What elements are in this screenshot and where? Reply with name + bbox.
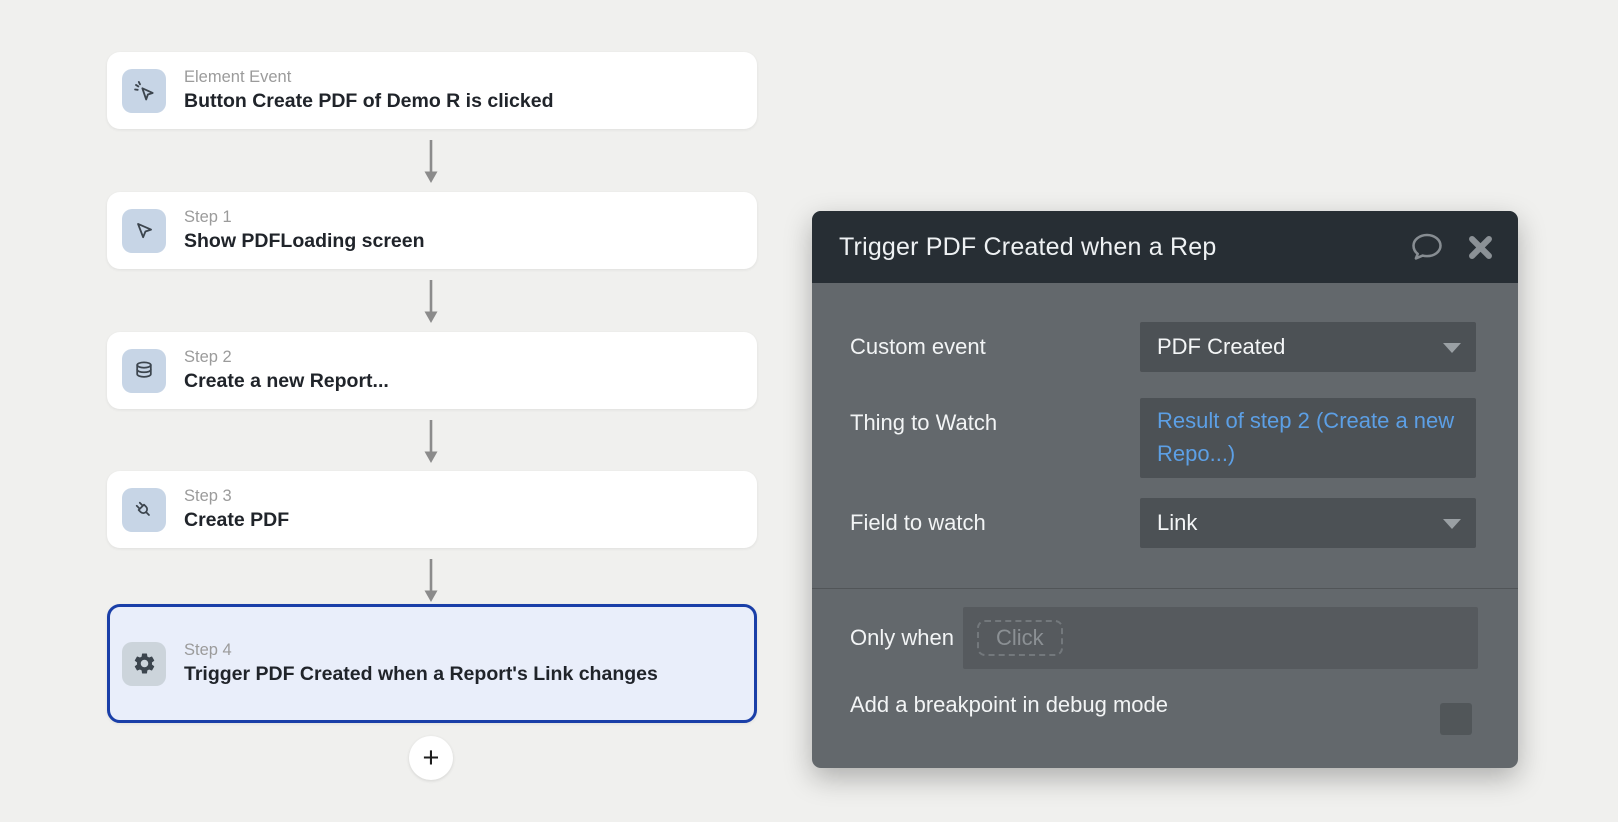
thing-to-watch-box[interactable]: Result of step 2 (Create a new Repo...) xyxy=(1140,398,1476,478)
flow-arrow xyxy=(422,140,440,184)
only-when-input[interactable]: Click xyxy=(963,607,1478,669)
field-to-watch-dropdown[interactable]: Link xyxy=(1140,498,1476,548)
custom-event-value: PDF Created xyxy=(1157,334,1286,359)
breakpoint-checkbox[interactable] xyxy=(1440,703,1472,735)
comment-icon[interactable] xyxy=(1409,229,1445,265)
flow-arrow xyxy=(422,280,440,324)
flow-arrow xyxy=(422,559,440,603)
workflow-card-step4-selected[interactable]: Step 4 Trigger PDF Created when a Report… xyxy=(107,604,757,723)
field-label-field-to-watch: Field to watch xyxy=(850,510,986,535)
step-label: Step 4 xyxy=(184,641,232,659)
workflow-card-event[interactable]: Element Event Button Create PDF of Demo … xyxy=(107,52,757,129)
add-action-button[interactable]: + xyxy=(409,736,453,780)
step-title: Trigger PDF Created when a Report's Link… xyxy=(184,663,658,685)
flow-arrow xyxy=(422,420,440,464)
chevron-down-icon xyxy=(1443,519,1461,529)
only-when-label: Only when xyxy=(850,625,954,650)
step-label: Element Event xyxy=(184,68,292,86)
step-title: Create a new Report... xyxy=(184,370,389,392)
step-title: Create PDF xyxy=(184,509,290,531)
chevron-down-icon xyxy=(1443,343,1461,353)
cursor-click-icon xyxy=(122,68,166,113)
thing-to-watch-value[interactable]: Result of step 2 (Create a new Repo...) xyxy=(1157,408,1455,466)
gear-icon xyxy=(122,641,166,686)
workflow-card-step2[interactable]: Step 2 Create a new Report... xyxy=(107,332,757,409)
click-placeholder[interactable]: Click xyxy=(977,620,1063,656)
workflow-card-step1[interactable]: Step 1 Show PDFLoading screen xyxy=(107,192,757,269)
panel-header: Trigger PDF Created when a Rep xyxy=(812,211,1518,283)
panel-body: Custom event PDF Created Thing to Watch … xyxy=(812,283,1518,768)
section-divider xyxy=(812,588,1518,589)
breakpoint-label: Add a breakpoint in debug mode xyxy=(850,692,1169,717)
close-icon[interactable] xyxy=(1467,234,1494,261)
step-title: Button Create PDF of Demo R is clicked xyxy=(184,90,554,112)
cursor-icon xyxy=(122,208,166,253)
field-to-watch-value: Link xyxy=(1157,510,1198,535)
step-label: Step 3 xyxy=(184,487,232,505)
step-label: Step 1 xyxy=(184,208,232,226)
workflow-card-step3[interactable]: Step 3 Create PDF xyxy=(107,471,757,548)
plug-icon xyxy=(122,487,166,532)
step-label: Step 2 xyxy=(184,348,232,366)
field-label-custom-event: Custom event xyxy=(850,334,986,359)
step-title: Show PDFLoading screen xyxy=(184,230,425,252)
properties-panel: Trigger PDF Created when a Rep Custom ev… xyxy=(812,211,1518,768)
panel-title: Trigger PDF Created when a Rep xyxy=(839,232,1217,261)
field-label-thing-to-watch: Thing to Watch xyxy=(850,410,998,435)
database-icon xyxy=(122,348,166,393)
custom-event-dropdown[interactable]: PDF Created xyxy=(1140,322,1476,372)
